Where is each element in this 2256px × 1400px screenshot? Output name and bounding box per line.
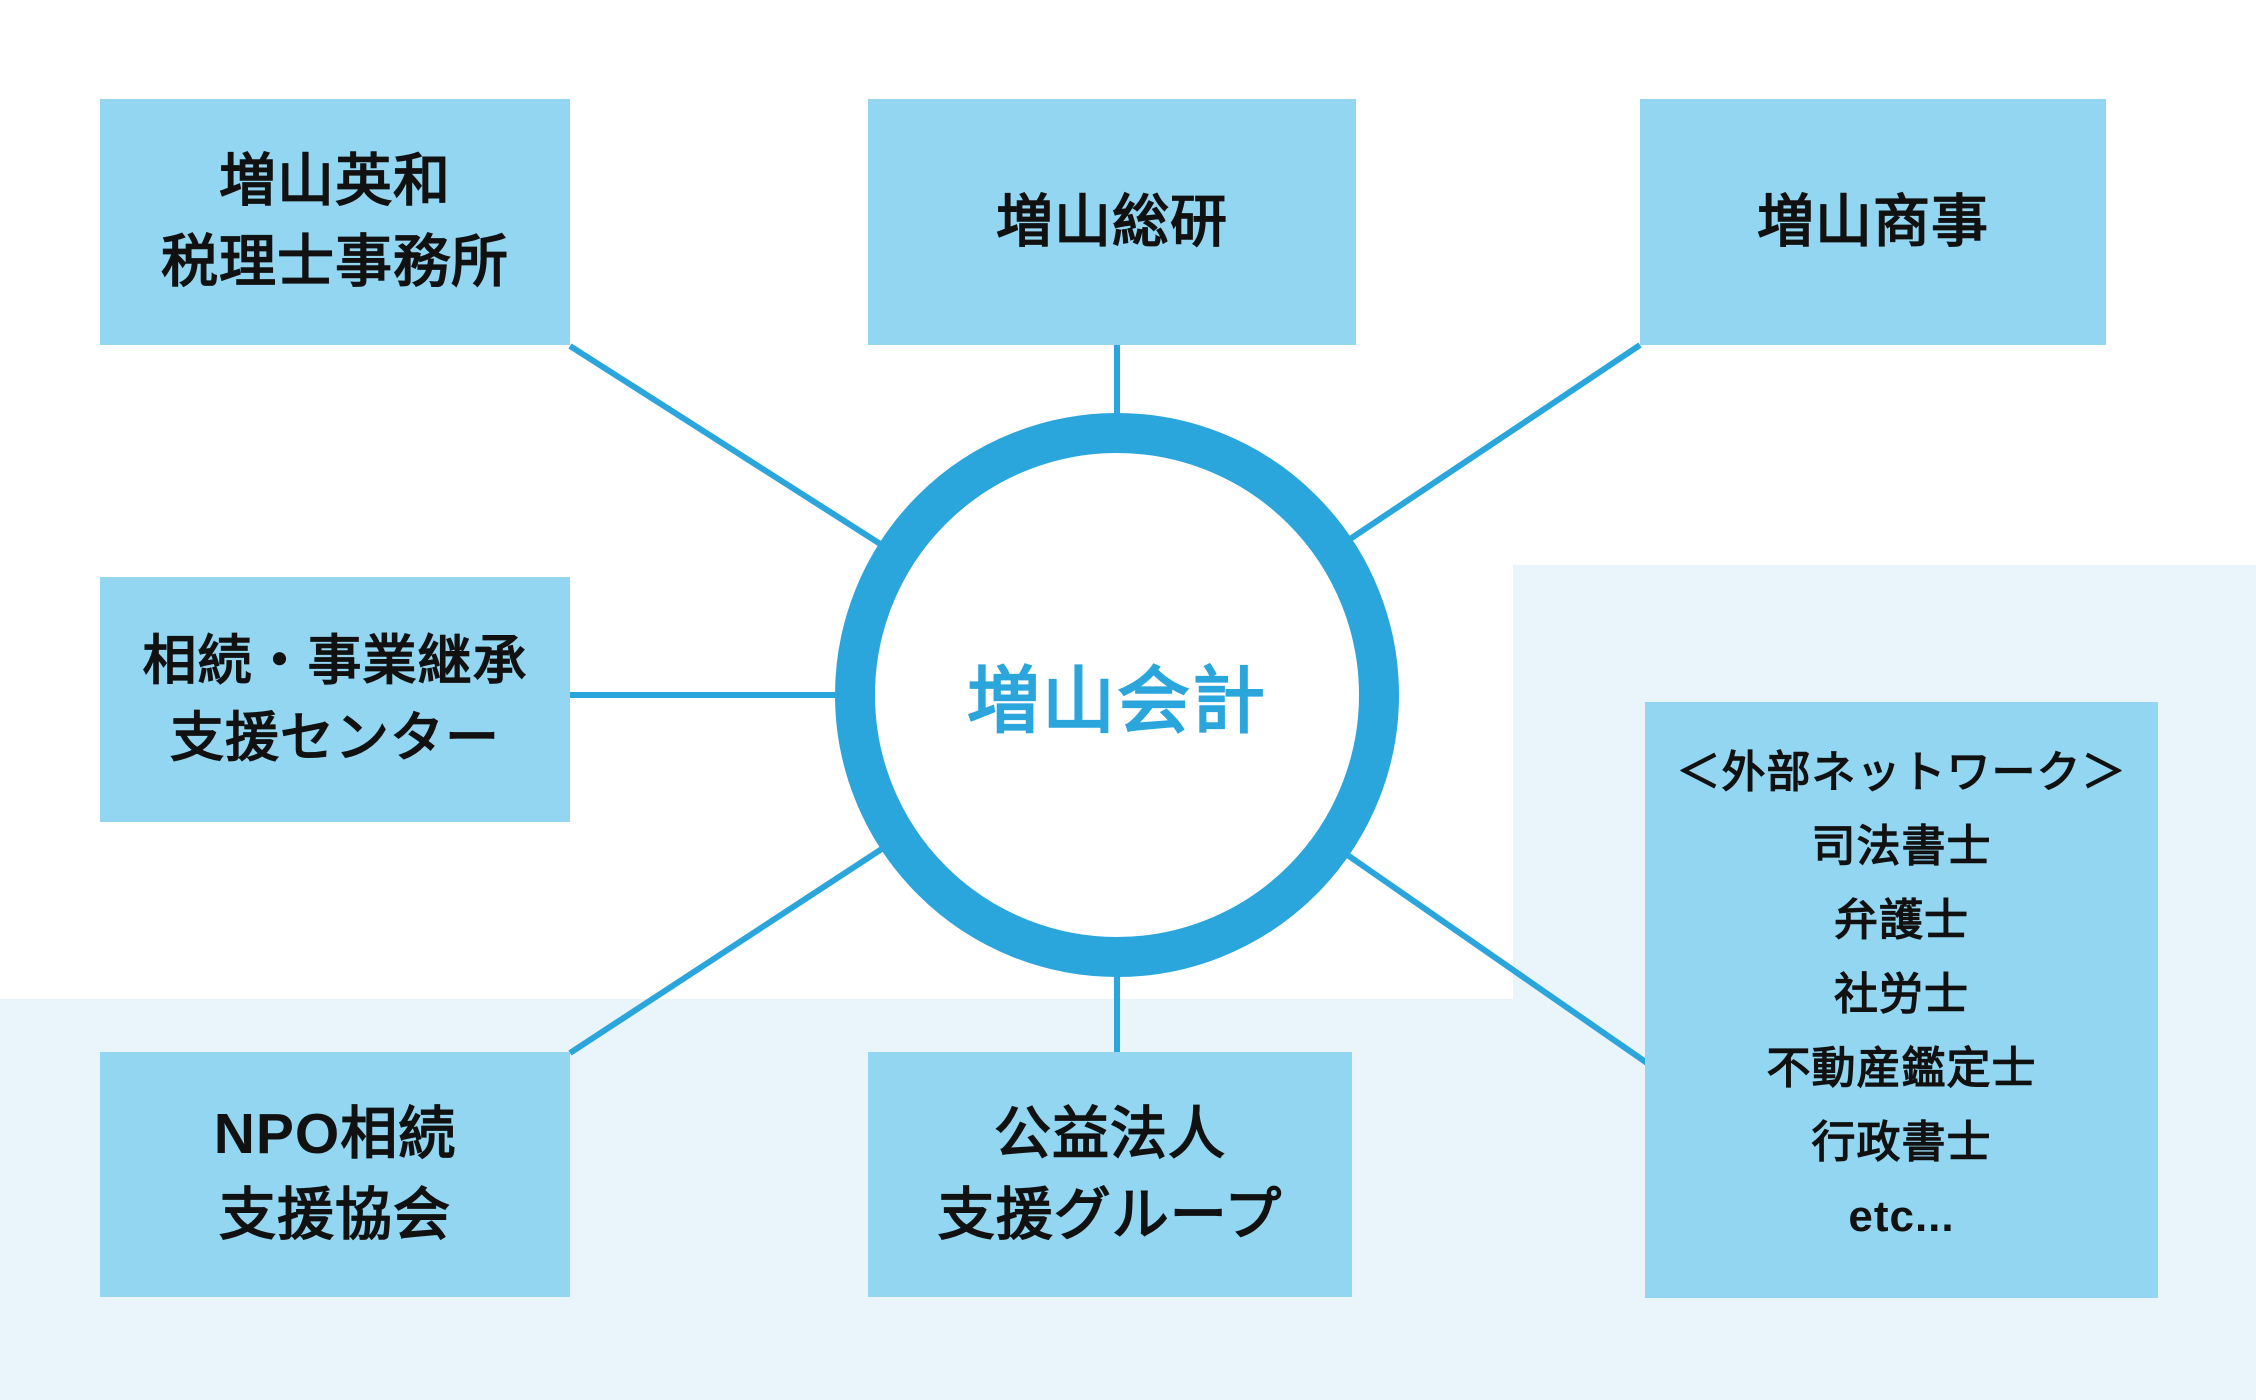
box-label-line: 公益法人 bbox=[994, 1101, 1226, 1166]
box-npo-inheritance-association: NPO相続 支援協会 bbox=[100, 1052, 570, 1297]
external-network-item: 弁護士 bbox=[1834, 896, 1969, 945]
box-label-line: 支援協会 bbox=[219, 1182, 451, 1247]
external-network-item: 社労士 bbox=[1834, 970, 1969, 1019]
box-label-line: 税理士事務所 bbox=[161, 230, 509, 294]
box-label-line: 増山総研 bbox=[996, 189, 1228, 254]
box-public-interest-support-group: 公益法人 支援グループ bbox=[868, 1052, 1352, 1297]
box-label-line: 支援グループ bbox=[937, 1182, 1283, 1247]
box-masuyama-soken: 増山総研 bbox=[868, 99, 1356, 345]
box-label-line: 増山英和 bbox=[219, 149, 451, 214]
external-network-title: ＜外部ネットワーク＞ bbox=[1676, 748, 2127, 797]
external-network-item: 行政書士 bbox=[1811, 1118, 1992, 1167]
box-label-line: NPO相続 bbox=[213, 1101, 457, 1166]
external-network-item: 司法書士 bbox=[1811, 822, 1992, 871]
external-network-item: etc... bbox=[1848, 1192, 1955, 1241]
box-masuyama-shoji: 増山商事 bbox=[1640, 99, 2106, 345]
external-network-item: 不動産鑑定士 bbox=[1766, 1044, 2037, 1093]
box-external-network: ＜外部ネットワーク＞ 司法書士 弁護士 社労士 不動産鑑定士 行政書士 etc.… bbox=[1645, 702, 2158, 1298]
box-label-line: 増山商事 bbox=[1757, 189, 1989, 254]
box-label-line: 支援センター bbox=[170, 707, 500, 768]
center-circle bbox=[835, 413, 1399, 977]
box-succession-support-center: 相続・事業継承 支援センター bbox=[100, 577, 570, 822]
box-label-line: 相続・事業継承 bbox=[142, 630, 528, 691]
box-masuyama-hidekazu-tax-office: 増山英和 税理士事務所 bbox=[100, 99, 570, 345]
center-label: 増山会計 bbox=[967, 661, 1267, 742]
